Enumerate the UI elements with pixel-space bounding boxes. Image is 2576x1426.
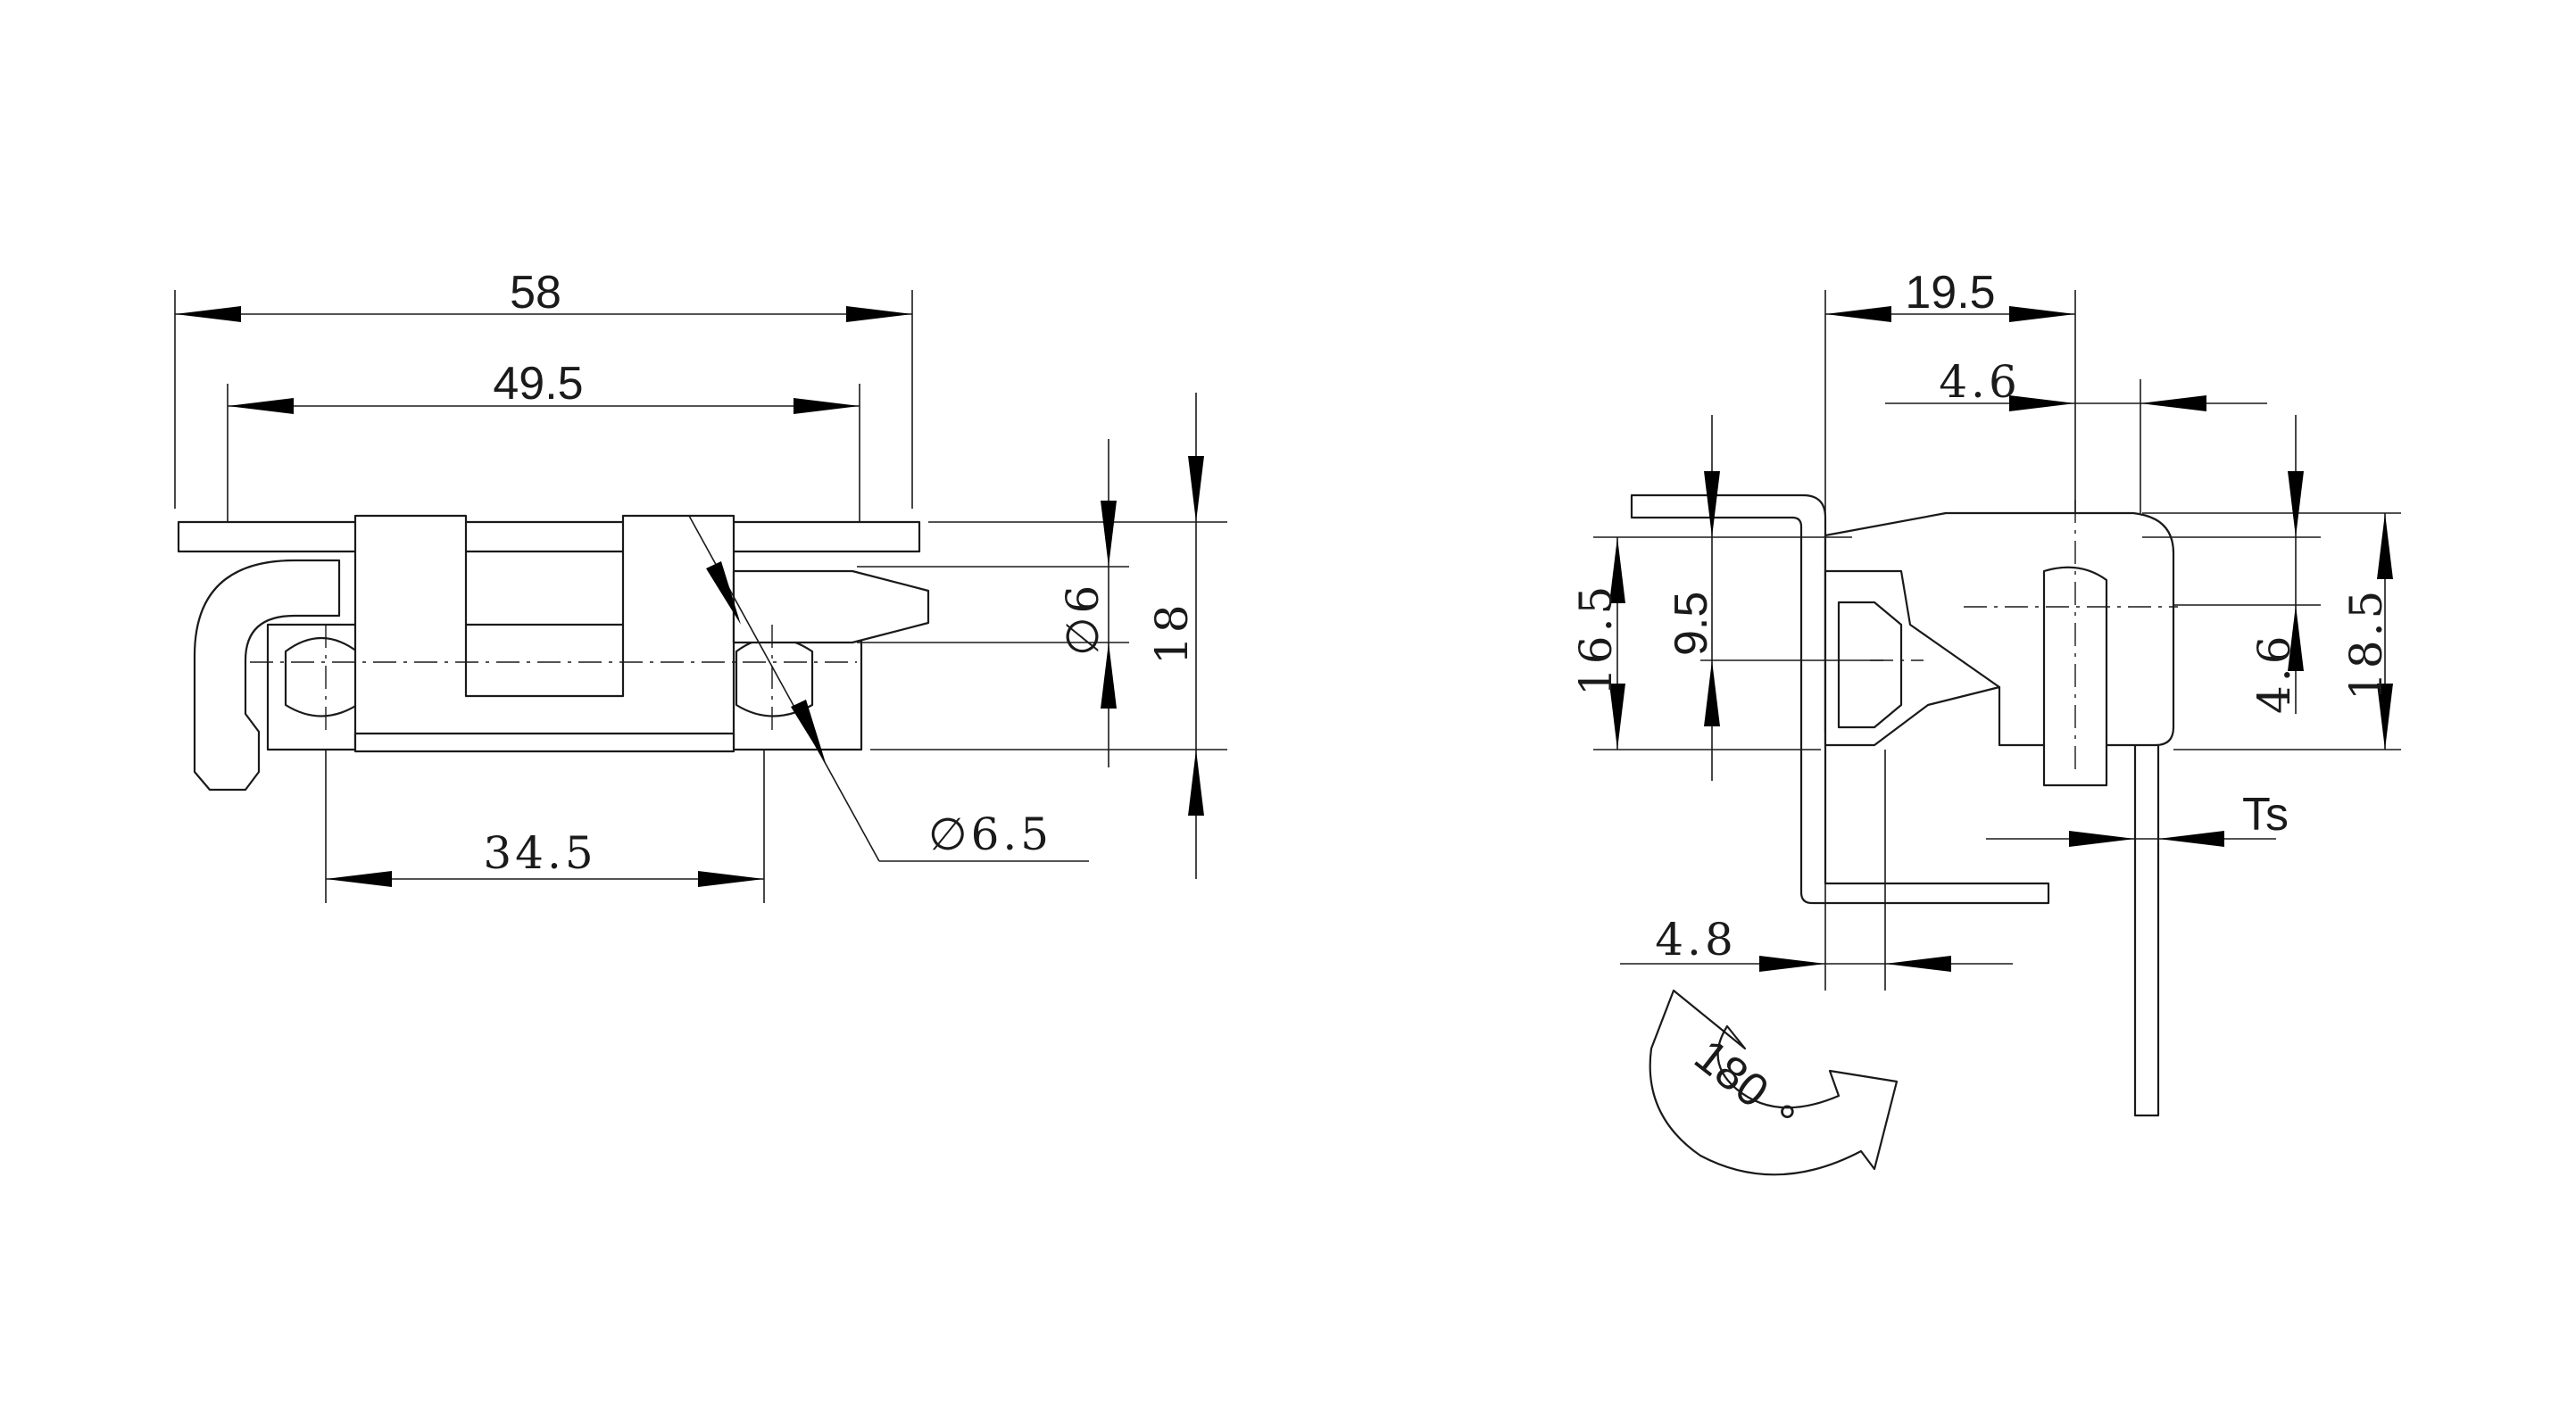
arrowhead [2158, 831, 2224, 847]
rotation-degree: ° [1778, 1097, 1797, 1148]
left-slot [284, 636, 359, 717]
arrowhead [2377, 684, 2393, 750]
arrowhead [2288, 605, 2304, 671]
arrowhead [698, 871, 764, 887]
arrowhead [228, 398, 294, 414]
arrowhead [1704, 660, 1720, 726]
dim-6-5-label: ∅6.5 [928, 808, 1052, 860]
arrowhead [706, 561, 741, 625]
dim-19-5-label: 19.5 [1905, 267, 1995, 319]
arrowhead [1609, 537, 1625, 603]
arrowhead [175, 306, 241, 322]
arrowhead [1101, 643, 1117, 709]
arrowhead [1759, 956, 1825, 972]
dim-18-label: 18 [1146, 601, 1198, 665]
arrowhead [1609, 684, 1625, 750]
front-view: 58 49.5 34.5 ∅6 18 ∅6.5 [174, 267, 1227, 903]
arrowhead [2377, 513, 2393, 579]
arrowhead [1188, 456, 1204, 522]
dim-4-8-label: 4.8 [1655, 914, 1737, 966]
dim-9-5-label: 9.5 [1666, 592, 1717, 656]
left-bracket [193, 559, 341, 792]
arrowhead [791, 700, 826, 763]
diameter-symbol: ∅ [1057, 613, 1109, 656]
dim-34-5-label: 34.5 [483, 827, 596, 879]
bottom-strip [353, 732, 735, 753]
dim-6-label: ∅6 [1057, 582, 1109, 656]
arrowhead [2069, 831, 2135, 847]
latch-cam [1837, 601, 1903, 729]
dim-49-5-label: 49.5 [493, 358, 583, 410]
arrowhead [846, 306, 912, 322]
arrowhead [1188, 750, 1204, 816]
arrowhead [2140, 395, 2206, 411]
arrowhead [326, 871, 392, 887]
arrowhead [794, 398, 860, 414]
dim-16-5-label: 16.5 [1570, 583, 1622, 696]
arrowhead [2288, 471, 2304, 537]
latch-tongue [732, 569, 930, 644]
z-bracket [1630, 493, 2050, 905]
dim-4-6-top-label: 4.6 [1939, 356, 2021, 408]
dim-58-label: 58 [510, 267, 561, 319]
dim-18-5-label: 18.5 [2340, 587, 2392, 701]
arrowhead [2009, 395, 2075, 411]
dim-6-value: 6 [1057, 582, 1109, 614]
dim-ts-label: Ts [2242, 789, 2289, 841]
rotation-arrow-icon [1649, 989, 1899, 1176]
arrowhead [1825, 306, 1891, 322]
arrowhead [2009, 306, 2075, 322]
arrowhead [1885, 956, 1951, 972]
dim-6-5-value: 6.5 [971, 808, 1053, 860]
arrowhead [1704, 471, 1720, 537]
side-view: 19.5 4.6 16.5 9.5 4.6 18.5 Ts [1570, 267, 2401, 1176]
arrowhead [1101, 501, 1117, 567]
diameter-symbol: ∅ [928, 808, 971, 860]
flange-plate [177, 520, 921, 553]
dim-4-6-right-label: 4.6 [2248, 632, 2300, 714]
